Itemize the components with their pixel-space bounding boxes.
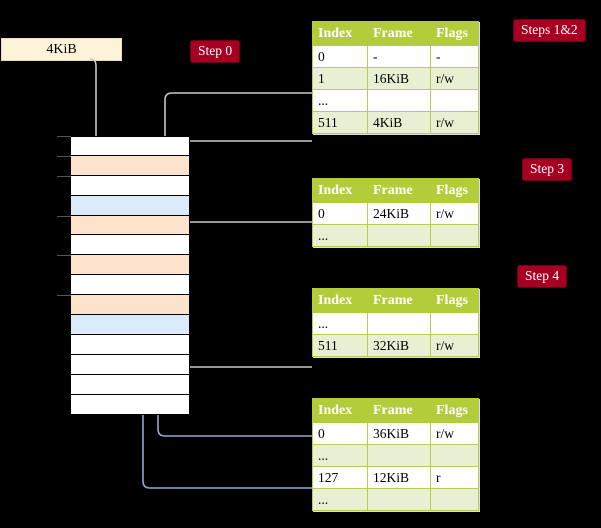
- memory-frame-tick: [57, 295, 71, 297]
- cell-frame: 16KiB: [367, 67, 431, 90]
- cell-flags: [430, 312, 479, 335]
- cell-flags: -: [430, 45, 479, 68]
- column-header-index: Index: [312, 178, 368, 203]
- memory-frame-tick: [57, 175, 71, 177]
- level1-table: Index Frame Flags 0 36KiB r/w ... 127 12…: [312, 398, 479, 511]
- memory-frame: [70, 275, 190, 296]
- cell-index: ...: [312, 224, 368, 247]
- memory-frame: [70, 155, 190, 176]
- column-header-flags: Flags: [430, 398, 479, 423]
- cell-flags: [430, 444, 479, 467]
- table-row: 511 32KiB r/w: [312, 334, 479, 357]
- column-header-frame: Frame: [367, 398, 431, 423]
- memory-frame: [70, 215, 190, 236]
- memory-frame: [70, 374, 190, 395]
- cell-flags: r/w: [430, 202, 479, 225]
- cell-frame: [367, 444, 431, 467]
- memory-frame: [70, 175, 190, 196]
- cell-flags: r: [430, 466, 479, 489]
- cell-index: 0: [312, 45, 368, 68]
- cell-frame: [367, 89, 431, 112]
- cell-flags: r/w: [430, 422, 479, 445]
- table-row: 0 24KiB r/w: [312, 202, 479, 225]
- column-header-frame: Frame: [367, 21, 431, 46]
- badge-step-0: Step 0: [190, 40, 241, 63]
- badge-step-4-label: Step 4: [525, 268, 560, 283]
- table-row: 511 4KiB r/w: [312, 111, 479, 134]
- cell-frame: [367, 312, 431, 335]
- column-header-index: Index: [312, 288, 368, 313]
- badge-step-3: Step 3: [522, 158, 573, 181]
- cell-frame: -: [367, 45, 431, 68]
- column-header-frame: Frame: [367, 178, 431, 203]
- table-header-row: Index Frame Flags: [312, 178, 479, 203]
- column-header-index: Index: [312, 21, 368, 46]
- virtual-address-box: 4KiB: [1, 38, 122, 61]
- cell-flags: [430, 488, 479, 511]
- cell-flags: [430, 89, 479, 112]
- cell-index: ...: [312, 488, 368, 511]
- table-row: 1 16KiB r/w: [312, 67, 479, 90]
- cell-flags: r/w: [430, 334, 479, 357]
- badge-steps-1-2-label: Steps 1&2: [521, 22, 578, 37]
- badge-step-0-label: Step 0: [198, 43, 233, 58]
- badge-steps-1-2: Steps 1&2: [513, 19, 586, 42]
- cell-index: 511: [312, 334, 368, 357]
- cell-index: 0: [312, 422, 368, 445]
- level2-table: Index Frame Flags ... 511 32KiB r/w: [312, 288, 479, 357]
- table-header-row: Index Frame Flags: [312, 288, 479, 313]
- cell-flags: [430, 224, 479, 247]
- level3-table: Index Frame Flags 0 24KiB r/w ...: [312, 178, 479, 247]
- cell-index: ...: [312, 312, 368, 335]
- table-header-row: Index Frame Flags: [312, 21, 479, 46]
- memory-frame: [70, 315, 190, 335]
- table-row: ...: [312, 444, 479, 467]
- cell-index: ...: [312, 89, 368, 112]
- level4-table: Index Frame Flags 0 - - 1 16KiB r/w ...: [312, 21, 479, 134]
- column-header-flags: Flags: [430, 288, 479, 313]
- memory-frame-tick: [57, 136, 71, 137]
- cell-frame: [367, 224, 431, 247]
- cell-index: 511: [312, 111, 368, 134]
- table-row: ...: [312, 89, 479, 112]
- cell-frame: 12KiB: [367, 466, 431, 489]
- cell-index: 127: [312, 466, 368, 489]
- badge-step-4: Step 4: [517, 265, 568, 288]
- memory-frame: [70, 335, 190, 355]
- cell-flags: r/w: [430, 111, 479, 134]
- table-header-row: Index Frame Flags: [312, 398, 479, 423]
- table-row: ...: [312, 488, 479, 511]
- memory-frame-tick: [57, 215, 71, 217]
- memory-frame-tick: [57, 255, 71, 257]
- column-header-frame: Frame: [367, 288, 431, 313]
- memory-frame: [70, 195, 190, 216]
- table-row: 0 - -: [312, 45, 479, 68]
- table-row: 0 36KiB r/w: [312, 422, 479, 445]
- table-row: 127 12KiB r: [312, 466, 479, 489]
- table-row: ...: [312, 224, 479, 247]
- cell-frame: 24KiB: [367, 202, 431, 225]
- memory-frame: [70, 354, 190, 375]
- virtual-address-label: 4KiB: [46, 41, 77, 57]
- memory-frame-tick: [57, 155, 71, 157]
- cell-frame: 32KiB: [367, 334, 431, 357]
- cell-flags: r/w: [430, 67, 479, 90]
- cell-frame: [367, 488, 431, 511]
- badge-step-3-label: Step 3: [530, 161, 565, 176]
- column-header-flags: Flags: [430, 178, 479, 203]
- memory-frame: [70, 394, 190, 415]
- cell-index: 1: [312, 67, 368, 90]
- cell-index: 0: [312, 202, 368, 225]
- cell-frame: 36KiB: [367, 422, 431, 445]
- memory-frame: [70, 295, 190, 316]
- memory-frame: [70, 255, 190, 276]
- cell-index: ...: [312, 444, 368, 467]
- column-header-flags: Flags: [430, 21, 479, 46]
- memory-frame: [70, 235, 190, 256]
- memory-frame: [70, 136, 190, 156]
- column-header-index: Index: [312, 398, 368, 423]
- table-row: ...: [312, 312, 479, 335]
- cell-frame: 4KiB: [367, 111, 431, 134]
